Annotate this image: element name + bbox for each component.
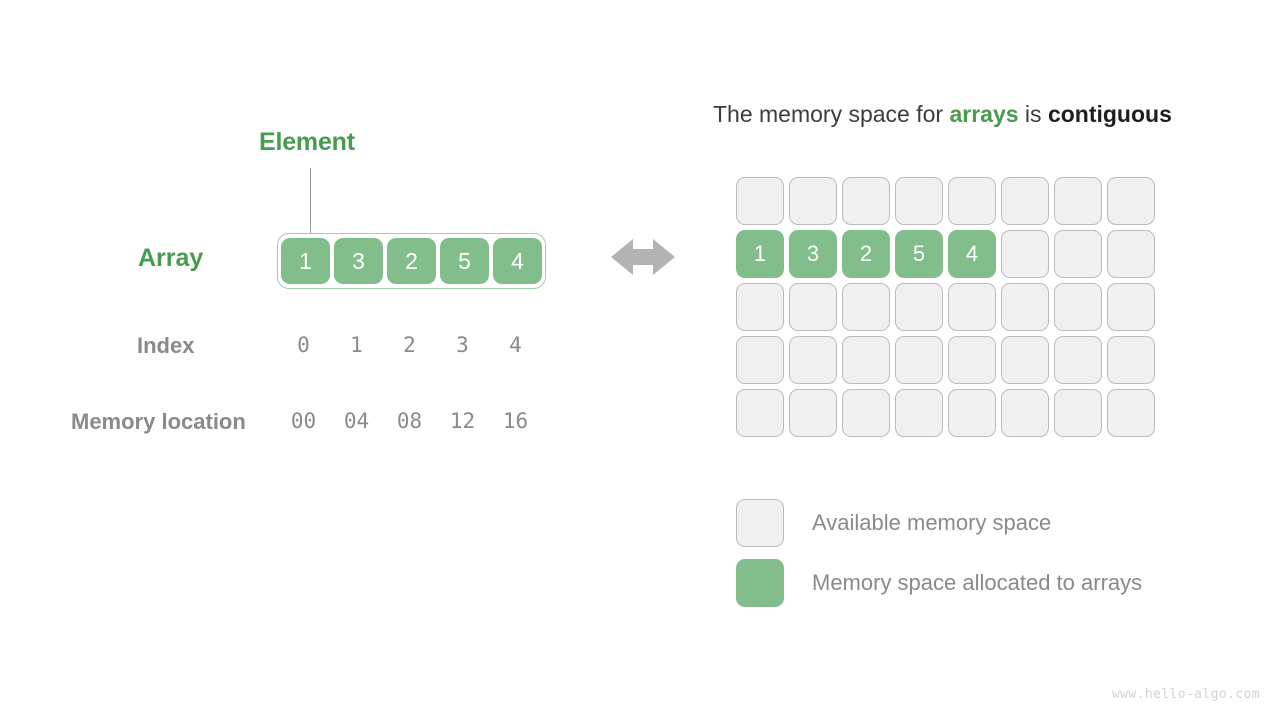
- memory-cell-free: [948, 336, 996, 384]
- memory-cell-free: [789, 283, 837, 331]
- array-cell: 5: [440, 238, 489, 284]
- memory-cell-free: [1001, 230, 1049, 278]
- memory-cell-free: [895, 283, 943, 331]
- memory-cell-free: [1001, 283, 1049, 331]
- memory-cell-free: [1107, 230, 1155, 278]
- array-row-label: Array: [138, 244, 204, 272]
- memory-location-value: 08: [396, 409, 423, 433]
- memory-cell-allocated: 2: [842, 230, 890, 278]
- array-cells-container: 1 3 2 5 4: [277, 233, 546, 289]
- index-values-row: 0 1 2 3 4: [277, 333, 542, 357]
- memory-cell-free: [736, 283, 784, 331]
- memory-cell-free: [895, 336, 943, 384]
- memory-cell-free: [895, 177, 943, 225]
- legend-item-free: Available memory space: [736, 493, 1142, 553]
- double-headed-arrow-icon: [611, 239, 675, 275]
- memory-location-row-label: Memory location: [71, 409, 246, 434]
- memory-cell-free: [948, 177, 996, 225]
- memory-location-values-row: 00 04 08 12 16: [277, 409, 542, 433]
- index-value: 1: [350, 333, 363, 357]
- memory-cell-free: [842, 177, 890, 225]
- memory-cell-free: [1001, 336, 1049, 384]
- memory-cell-allocated: 4: [948, 230, 996, 278]
- memory-cell-free: [1107, 283, 1155, 331]
- legend-label-free: Available memory space: [812, 510, 1052, 535]
- legend-label-used: Memory space allocated to arrays: [812, 570, 1143, 595]
- memory-cell-free: [736, 336, 784, 384]
- memory-location-value: 00: [290, 409, 317, 433]
- memory-cell-allocated: 5: [895, 230, 943, 278]
- memory-layout-panel: The memory space for arrays is contiguou…: [700, 0, 1280, 720]
- memory-cell-free: [1054, 336, 1102, 384]
- memory-cell-free: [1054, 177, 1102, 225]
- memory-cell-free: [789, 177, 837, 225]
- memory-title-strong: contiguous: [1047, 101, 1172, 127]
- element-callout-label: Element: [259, 128, 355, 156]
- memory-cell-free: [1107, 336, 1155, 384]
- memory-cell-free: [842, 283, 890, 331]
- legend-item-used: Memory space allocated to arrays: [736, 553, 1142, 613]
- memory-location-value: 12: [449, 409, 476, 433]
- memory-cell-free: [1054, 230, 1102, 278]
- index-value: 3: [456, 333, 469, 357]
- memory-cell-free: [789, 389, 837, 437]
- legend-swatch-used: [736, 559, 784, 607]
- memory-cell-allocated: 3: [789, 230, 837, 278]
- memory-title-accent: arrays: [949, 101, 1019, 127]
- memory-cell-free: [842, 389, 890, 437]
- index-value: 0: [297, 333, 310, 357]
- memory-cell-free: [948, 389, 996, 437]
- memory-cell-free: [1107, 389, 1155, 437]
- memory-cell-allocated: 1: [736, 230, 784, 278]
- memory-cell-free: [1001, 389, 1049, 437]
- index-row-label: Index: [137, 333, 195, 358]
- memory-cell-free: [948, 283, 996, 331]
- memory-cell-free: [1001, 177, 1049, 225]
- array-cell: 1: [281, 238, 330, 284]
- array-diagram-panel: Element Array 1 3 2 5 4 Index 0 1 2 3 4 …: [71, 128, 675, 434]
- element-callout-line: [310, 168, 311, 238]
- watermark: www.hello-algo.com: [1111, 687, 1260, 702]
- legend: Available memory space Memory space allo…: [736, 493, 1142, 613]
- array-cell: 4: [493, 238, 542, 284]
- memory-cell-free: [842, 336, 890, 384]
- array-cell: 3: [334, 238, 383, 284]
- memory-location-value: 16: [502, 409, 529, 433]
- memory-cell-free: [1054, 283, 1102, 331]
- memory-location-value: 04: [343, 409, 370, 433]
- legend-swatch-free: [736, 499, 784, 547]
- memory-cell-free: [895, 389, 943, 437]
- memory-cell-free: [789, 336, 837, 384]
- memory-title-part1: The memory space for: [713, 101, 950, 127]
- memory-cell-free: [1054, 389, 1102, 437]
- index-value: 4: [509, 333, 522, 357]
- array-cell: 2: [387, 238, 436, 284]
- memory-cell-free: [1107, 177, 1155, 225]
- index-value: 2: [403, 333, 416, 357]
- memory-title: The memory space for arrays is contiguou…: [713, 101, 1172, 128]
- memory-cell-free: [736, 177, 784, 225]
- memory-cell-free: [736, 389, 784, 437]
- memory-title-part2: is: [1018, 101, 1048, 127]
